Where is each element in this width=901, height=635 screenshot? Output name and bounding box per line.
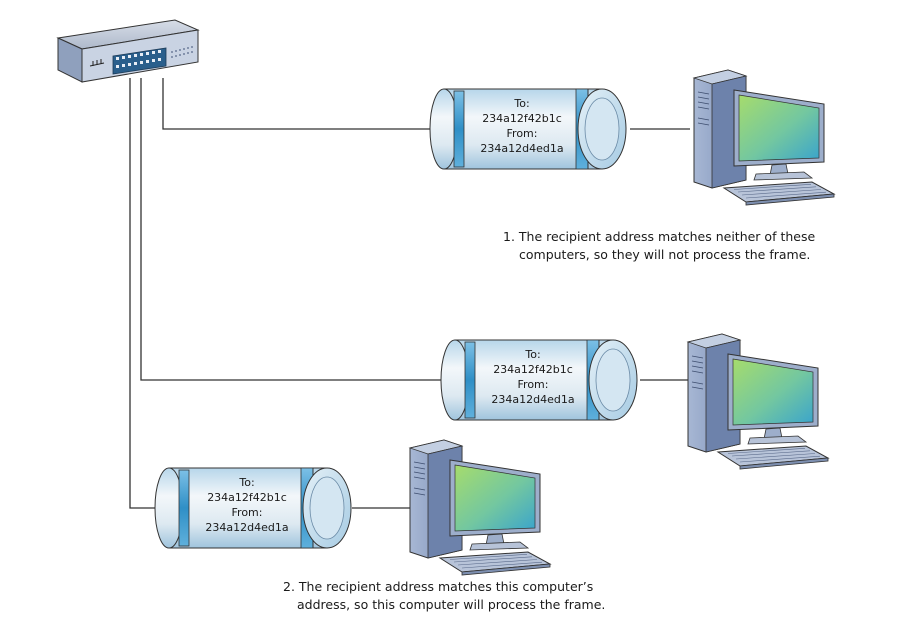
cable-to-frame-1 (162, 78, 432, 130)
frame-1-to-label: To: (513, 97, 529, 110)
frame-1-from-address: 234a12d4ed1a (480, 142, 563, 155)
frame-3-from-address: 234a12d4ed1a (205, 521, 288, 534)
caption-2-line-2: address, so this computer will process t… (297, 597, 605, 612)
computer-2-icon (687, 333, 829, 470)
frame-2-to-label: To: (524, 348, 540, 361)
frame-3-to-label: To: (238, 476, 254, 489)
frame-2-from-label: From: (518, 378, 549, 391)
network-switch-icon (56, 19, 200, 83)
computer-3-icon (409, 439, 551, 576)
frame-1: To: 234a12f42b1c From: 234a12d4ed1a (429, 88, 627, 170)
frame-1-to-address: 234a12f42b1c (482, 112, 562, 125)
cable-to-frame-2 (140, 78, 443, 381)
frame-3-from-label: From: (232, 506, 263, 519)
frame-2-from-address: 234a12d4ed1a (491, 393, 574, 406)
frame-3: To: 234a12f42b1c From: 234a12d4ed1a (154, 467, 352, 549)
caption-1-line-1: 1. The recipient address matches neither… (503, 229, 815, 244)
cable-to-frame-3 (129, 78, 158, 509)
frame-2-to-address: 234a12f42b1c (493, 363, 573, 376)
caption-1-line-2: computers, so they will not process the … (519, 247, 810, 262)
frame-3-to-address: 234a12f42b1c (207, 491, 287, 504)
frame-1-from-label: From: (507, 127, 538, 140)
caption-2-line-1: 2. The recipient address matches this co… (283, 579, 593, 594)
cables (129, 78, 700, 509)
frame-2: To: 234a12f42b1c From: 234a12d4ed1a (440, 339, 638, 421)
computer-1-icon (693, 69, 835, 206)
